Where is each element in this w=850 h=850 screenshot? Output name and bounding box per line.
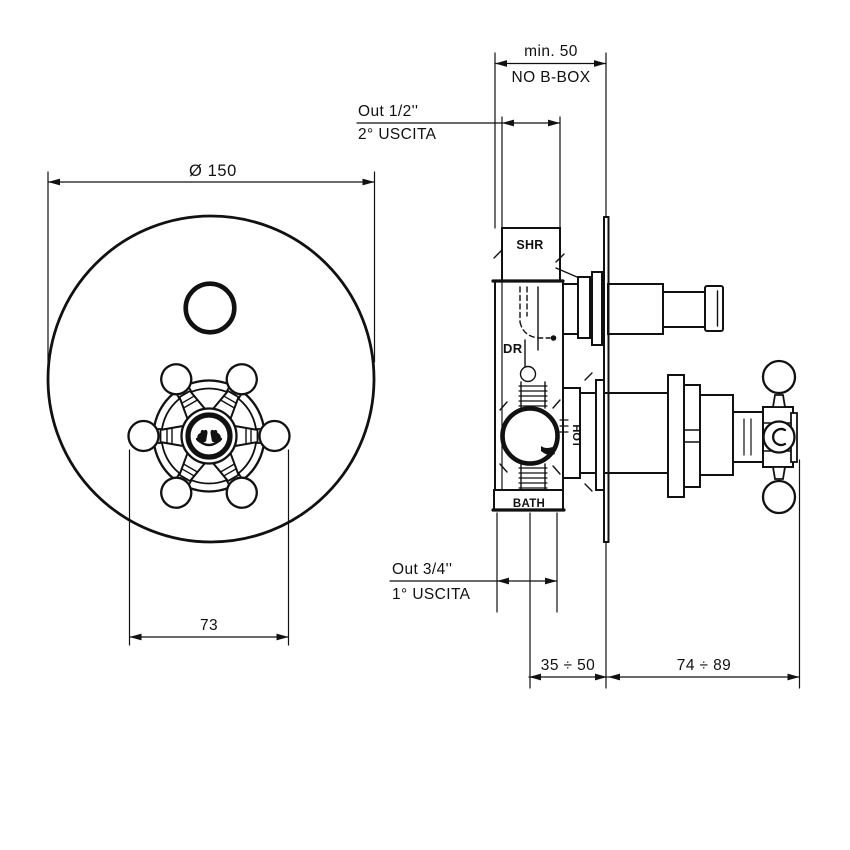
handle-spoke xyxy=(231,419,291,453)
outlet-1-name: 1° USCITA xyxy=(392,586,471,603)
dim-outlet-1: Out 3/4'' 1° USCITA xyxy=(389,512,558,613)
handle-side xyxy=(761,359,798,515)
dim-recess-range: 35 ÷ 50 xyxy=(528,512,608,689)
cartridge-side xyxy=(579,374,764,498)
handle-side-crescent xyxy=(772,427,787,447)
port-shr-label: SHR xyxy=(516,238,543,252)
plate-front-circle xyxy=(46,214,376,544)
port-dr-label: DR xyxy=(503,341,523,356)
handle-hub-ring xyxy=(185,412,233,460)
diameter-label: Ø 150 xyxy=(189,162,237,180)
port-bath-label: BATH xyxy=(513,498,545,510)
diverter-button-front xyxy=(183,281,237,335)
side-view: SHR DR xyxy=(356,43,801,689)
min-depth-label: min. 50 xyxy=(524,43,578,60)
outlet-2-size: Out 1/2'' xyxy=(358,103,418,120)
side-port-tab xyxy=(541,446,555,455)
dr-stub-dome xyxy=(519,365,537,383)
handle-ball xyxy=(258,419,291,453)
valve-body: SHR DR xyxy=(491,227,593,512)
recess-range-label: 35 ÷ 50 xyxy=(541,657,595,674)
break-ticks xyxy=(493,249,593,492)
dim-handle-width: 73 xyxy=(128,449,290,646)
front-view: Ø 150 73 xyxy=(46,162,376,646)
outlet-2-name: 2° USCITA xyxy=(358,126,437,143)
handle-side-ball-top xyxy=(761,359,797,395)
dim-protrusion-range: 74 ÷ 89 xyxy=(607,459,801,689)
dim-diameter: Ø 150 xyxy=(47,162,376,363)
dim-min-depth: min. 50 NO B-BOX xyxy=(494,43,607,229)
brand-emblem xyxy=(195,429,223,447)
cartridge-bracket xyxy=(562,387,581,479)
handle-side-ball-bottom xyxy=(761,479,797,515)
diverter-button-side xyxy=(562,271,724,346)
shr-port xyxy=(501,227,561,282)
dim-outlet-2: Out 1/2'' 2° USCITA xyxy=(356,103,561,229)
protrusion-range-label: 74 ÷ 89 xyxy=(677,657,731,674)
handle-side-hub xyxy=(762,420,796,454)
handle-front xyxy=(127,357,291,515)
outlet-1-size: Out 3/4'' xyxy=(392,561,452,578)
box-note-label: NO B-BOX xyxy=(512,69,591,86)
side-port-circle xyxy=(500,406,560,466)
handle-width-label: 73 xyxy=(200,617,218,634)
port-hot-label: HOT xyxy=(570,424,582,448)
